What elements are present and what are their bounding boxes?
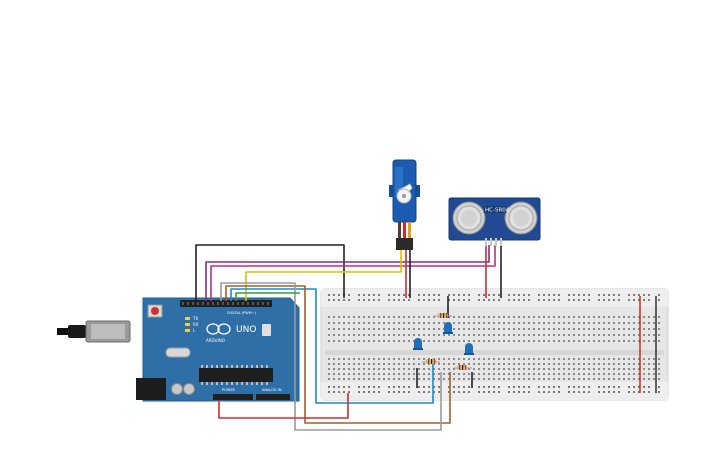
breadboard-holes — [328, 294, 660, 393]
tx-led — [185, 317, 190, 320]
wire-purple[interactable] — [205, 245, 490, 301]
crystal — [165, 347, 191, 358]
l-label: L — [193, 328, 196, 333]
capacitor — [171, 383, 183, 395]
servo-motor[interactable] — [389, 159, 420, 250]
power-label: POWER — [222, 388, 236, 392]
analog-header — [256, 394, 290, 400]
wire-gray[interactable] — [220, 282, 442, 431]
sensor-transducer-right — [504, 201, 538, 235]
resistor-2[interactable] — [422, 359, 440, 364]
icsp-header — [262, 324, 271, 336]
tx-label: TX — [192, 316, 198, 321]
arduino-uno-board[interactable]: TX RX L DIGITAL (PWM~) UNO ARDUINO POWER… — [57, 297, 300, 402]
ultrasonic-sensor[interactable]: HC-SR04 — [448, 197, 541, 246]
sensor-label: HC-SR04 — [485, 208, 510, 214]
blue-led-3[interactable] — [464, 343, 474, 355]
rx-label: RX — [193, 322, 199, 327]
sensor-pin-gnd — [500, 238, 502, 246]
arduino-logo — [206, 323, 231, 335]
atmega-chip — [199, 368, 273, 382]
usb-cable-tip — [57, 328, 69, 335]
l-led — [185, 329, 190, 332]
wire-blue[interactable] — [230, 288, 434, 404]
capacitor — [183, 383, 195, 395]
wires[interactable] — [195, 244, 502, 431]
resistor-3[interactable] — [454, 365, 472, 370]
board-brand: ARDUINO — [206, 338, 225, 343]
servo-connector — [396, 238, 413, 250]
wire-brown[interactable] — [225, 285, 451, 424]
board-model: UNO — [236, 325, 256, 335]
power-jack — [136, 378, 166, 400]
sensor-pin-trig — [490, 238, 492, 246]
digital-label: DIGITAL (PWM~) — [227, 311, 257, 315]
analog-label: ANALOG IN — [262, 388, 282, 392]
rx-led — [185, 323, 190, 326]
power-header — [213, 394, 253, 400]
blue-led-2[interactable] — [413, 338, 423, 350]
resistor-1[interactable] — [434, 313, 452, 318]
digital-header — [180, 300, 272, 307]
wire-green[interactable] — [235, 292, 300, 301]
breadboard[interactable] — [320, 288, 669, 401]
sensor-transducer-left — [452, 201, 486, 235]
reset-button[interactable] — [151, 307, 159, 315]
wire-red-5v[interactable] — [218, 393, 349, 419]
sensor-pin-echo — [495, 238, 497, 246]
usb-cable[interactable] — [68, 325, 86, 338]
wire-magenta[interactable] — [210, 245, 496, 301]
blue-led-1[interactable] — [443, 322, 453, 334]
sensor-pin-vcc — [485, 238, 487, 246]
